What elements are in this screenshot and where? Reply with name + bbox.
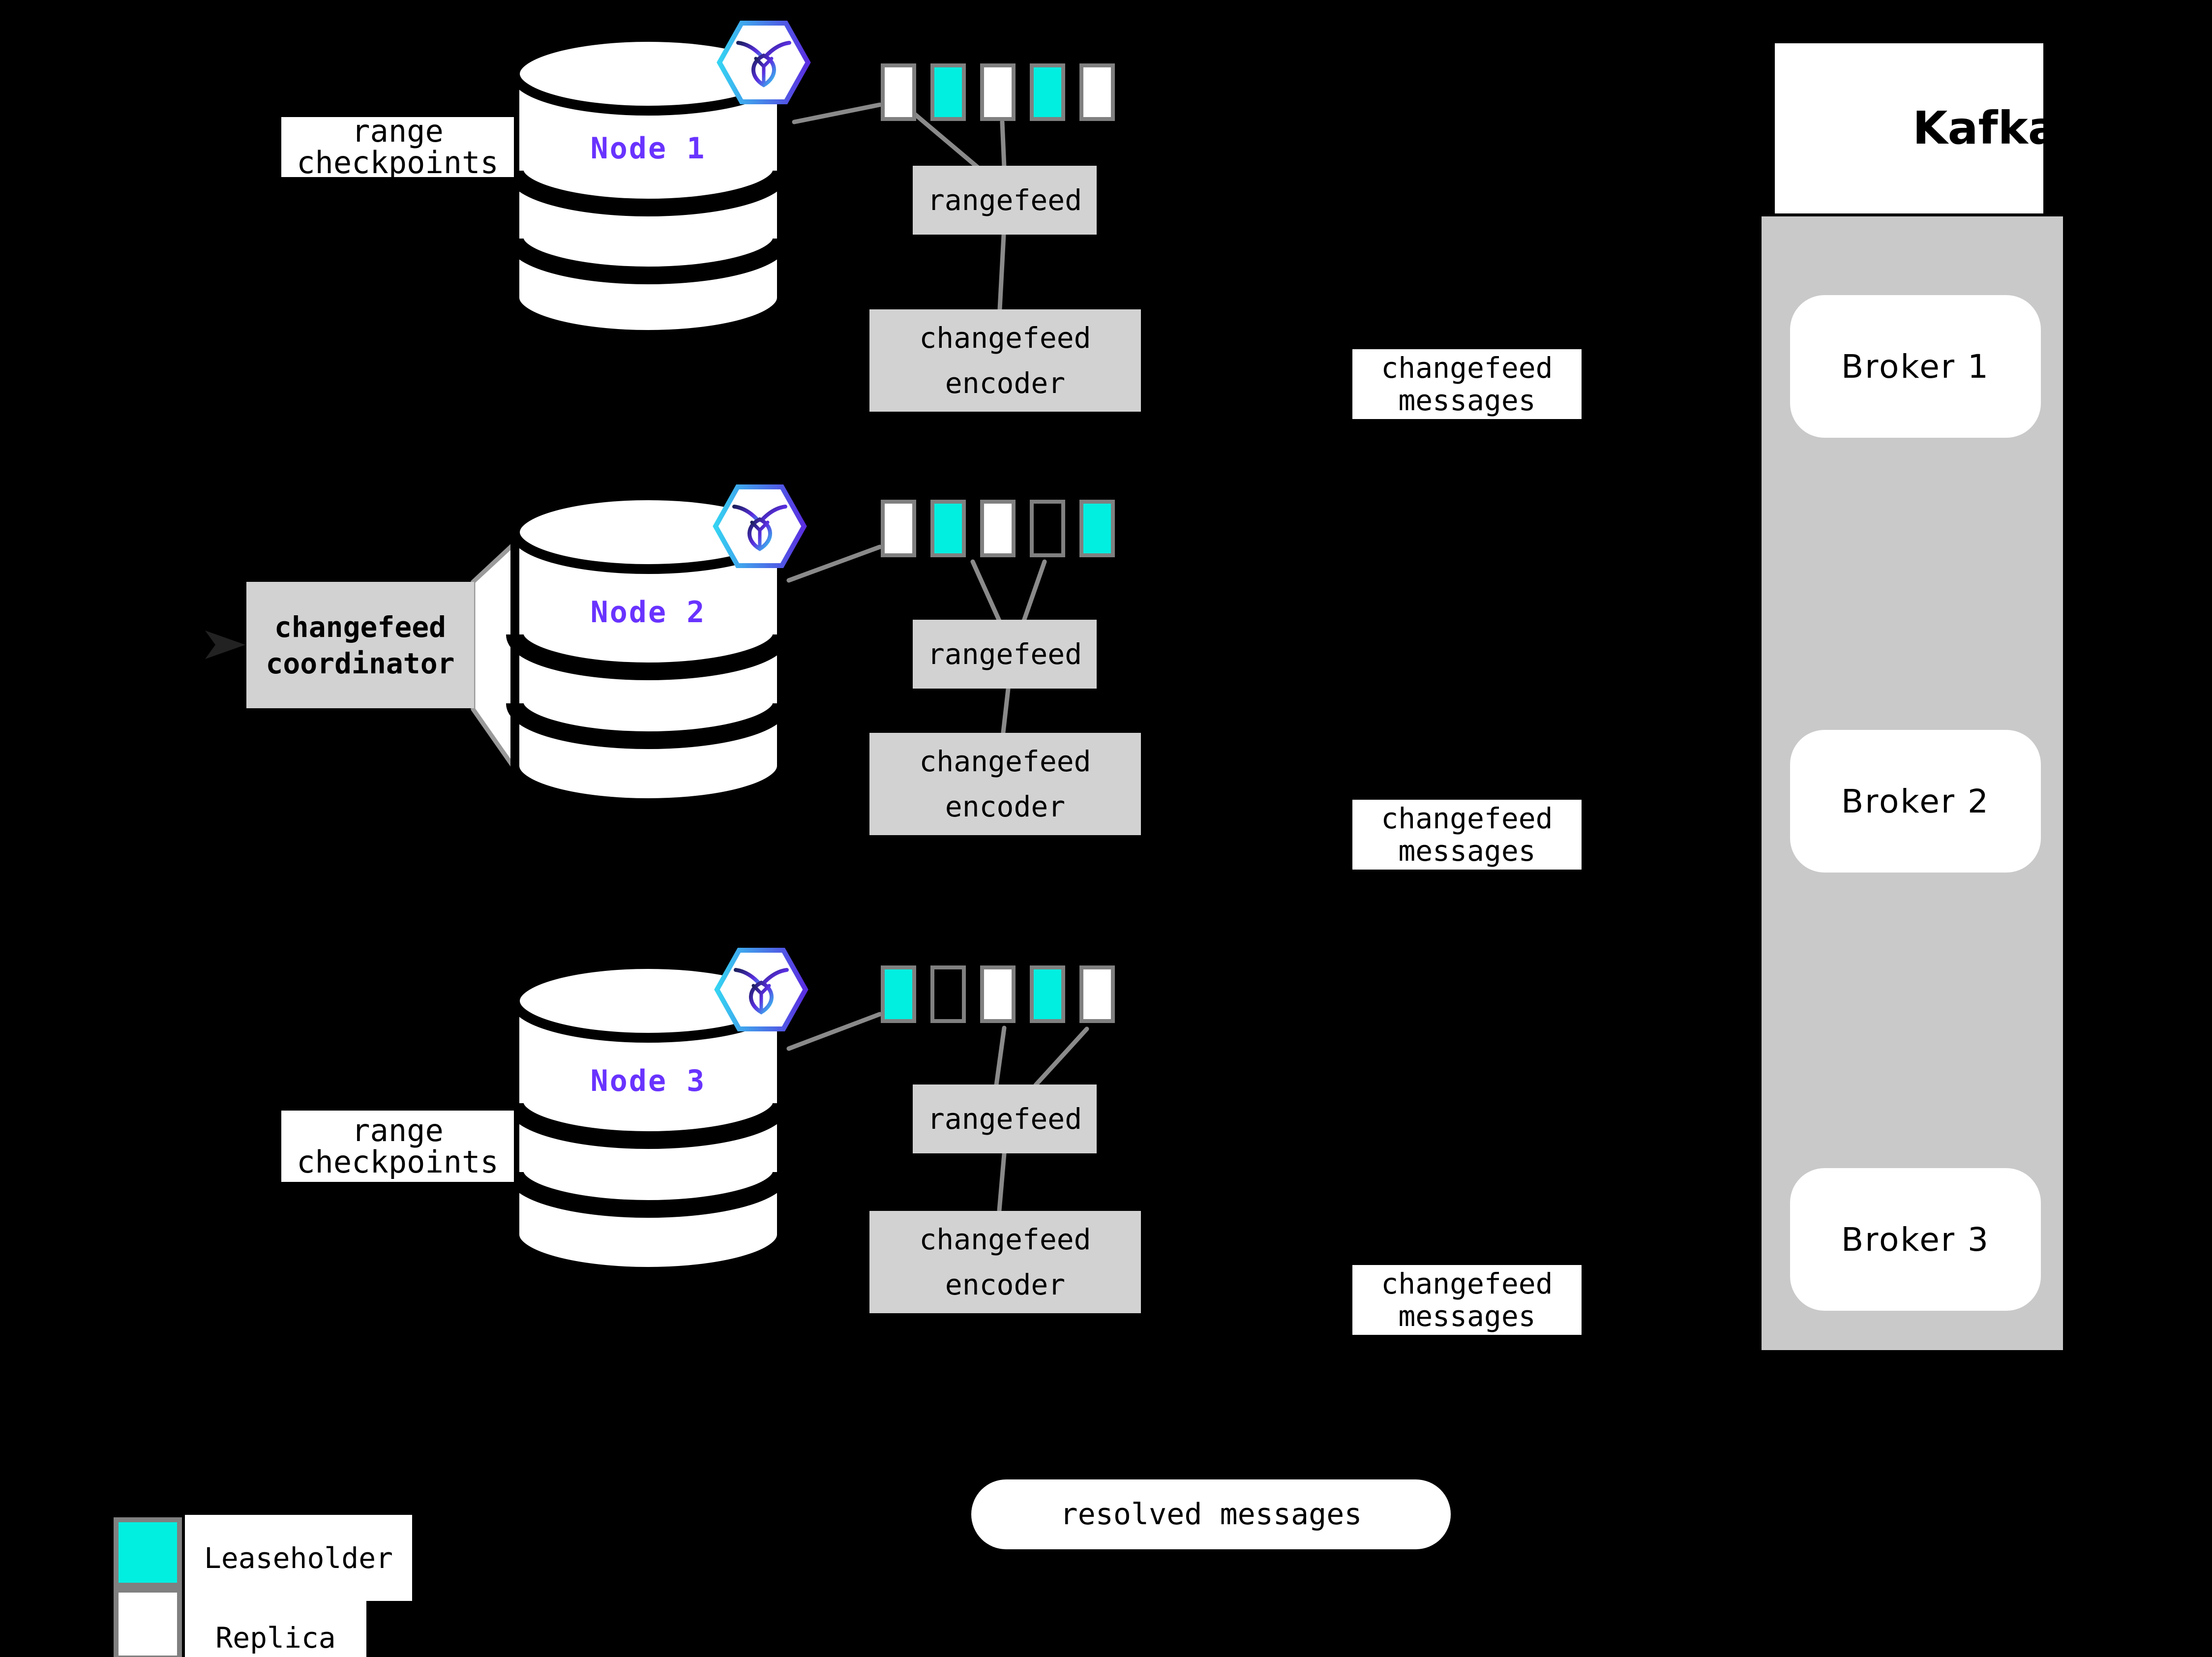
messages-line1: changefeed: [1381, 351, 1553, 385]
encoder-line2: encoder: [945, 1268, 1066, 1301]
broker-2-box: Broker 2: [1790, 730, 2041, 873]
range-checkpoints-line2: checkpoints: [297, 145, 499, 178]
cockroach-hexagon-icon: [713, 484, 807, 568]
range-box: [1030, 965, 1065, 1023]
legend-replica-label: Replica: [185, 1601, 366, 1657]
broker-3-box: Broker 3: [1790, 1168, 2041, 1311]
range-box: [881, 63, 916, 121]
node2-label: Node 2: [590, 595, 706, 630]
changefeed-messages-label: changefeed messages: [1352, 800, 1582, 870]
node2-database-cylinder: [506, 490, 790, 807]
range-box: [930, 965, 966, 1023]
messages-line1: changefeed: [1381, 1267, 1553, 1300]
range-box: [980, 965, 1016, 1023]
encoder-line1: changefeed: [919, 321, 1091, 355]
range-box: [1030, 63, 1065, 121]
node3-database-cylinder: [506, 959, 790, 1276]
changefeed-encoder-box: changefeed encoder: [869, 733, 1141, 835]
legend-leaseholder-label: Leaseholder: [185, 1515, 412, 1601]
arrowhead-icon: [205, 631, 245, 659]
coordinator-line2: coordinator: [266, 646, 455, 680]
replica-swatch: [114, 1588, 182, 1657]
broker-1-box: Broker 1: [1790, 295, 2041, 438]
range-box: [930, 63, 966, 121]
coordinator-line1: changefeed: [274, 610, 447, 644]
messages-line1: changefeed: [1381, 802, 1553, 835]
cockroach-hexagon-icon: [714, 948, 808, 1031]
connector-lines: [786, 102, 1089, 1213]
changefeed-messages-label: changefeed messages: [1352, 1265, 1582, 1335]
range-box: [1079, 500, 1115, 557]
changefeed-messages-label: changefeed messages: [1352, 349, 1582, 419]
kafka-brand-label: Kafka: [1913, 101, 2059, 154]
changefeed-encoder-box: changefeed encoder: [869, 1211, 1141, 1313]
encoder-line2: encoder: [945, 366, 1066, 400]
rangefeed-box: rangefeed: [913, 1085, 1097, 1153]
arrowhead-icon: [2048, 315, 2091, 344]
messages-line2: messages: [1398, 1299, 1536, 1333]
range-box: [1030, 500, 1065, 557]
node1-label: Node 1: [590, 131, 706, 166]
encoder-line1: changefeed: [919, 745, 1091, 778]
range-box: [1079, 965, 1115, 1023]
rangefeed-box: rangefeed: [913, 620, 1097, 689]
leaseholder-swatch: [114, 1517, 182, 1588]
node3-label: Node 3: [590, 1064, 706, 1098]
changefeed-encoder-box: changefeed encoder: [869, 309, 1141, 412]
node1-database-cylinder: [506, 32, 790, 339]
messages-line2: messages: [1398, 834, 1536, 868]
range-checkpoints-label: range checkpoints: [281, 1111, 514, 1182]
encoder-line2: encoder: [945, 790, 1066, 823]
range-box: [980, 500, 1016, 557]
rangefeed-box: rangefeed: [913, 166, 1097, 235]
range-checkpoints-line1: range: [352, 117, 444, 149]
range-box: [1079, 63, 1115, 121]
kafka-logo-card: [1775, 43, 2043, 213]
resolved-messages-pill: resolved messages: [971, 1479, 1451, 1549]
cockroach-hexagon-icon: [717, 21, 811, 104]
coordinator-flag-shape: [471, 538, 517, 776]
encoder-line1: changefeed: [919, 1223, 1091, 1256]
range-checkpoints-line2: checkpoints: [297, 1144, 499, 1180]
changefeed-coordinator-box: changefeed coordinator: [246, 582, 474, 708]
range-box: [980, 63, 1016, 121]
range-checkpoints-label: range checkpoints: [281, 117, 514, 177]
messages-line2: messages: [1398, 384, 1536, 417]
range-box: [930, 500, 966, 557]
range-checkpoints-line1: range: [352, 1112, 444, 1148]
range-box: [881, 965, 916, 1023]
range-box: [881, 500, 916, 557]
